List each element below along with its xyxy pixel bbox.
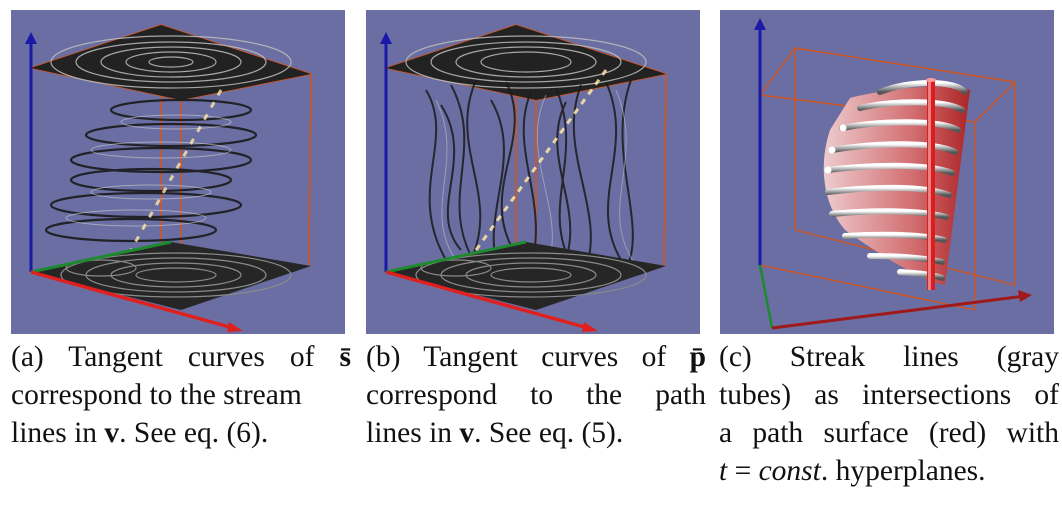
- caption-b-line-3: lines in v. See eq. (5).: [366, 417, 624, 449]
- caption-b: (b) Tangent curves of p̄ correspond to t…: [366, 338, 706, 452]
- streak-surface-3d-render: [720, 10, 1054, 334]
- stream-lines-3d-render: [11, 10, 345, 334]
- figure-panel-a-stream-lines: [11, 10, 345, 334]
- caption-c-line-3: a path surface (red) with: [719, 417, 1059, 449]
- caption-b-line-2: correspond to the path: [366, 379, 706, 411]
- path-lines-3d-render: [366, 10, 700, 334]
- caption-a: (a) Tangent curves of s̄ correspond to t…: [11, 338, 351, 452]
- caption-c: (c) Streak lines (gray tubes) as interse…: [719, 338, 1059, 490]
- caption-c-line-4: t = const. hyperplanes.: [719, 455, 986, 487]
- caption-c-line-1: (c) Streak lines (gray: [719, 341, 1059, 373]
- caption-c-line-2: tubes) as intersections of: [719, 379, 1059, 411]
- caption-a-line-3: lines in v. See eq. (6).: [11, 417, 269, 449]
- caption-a-line-1: (a) Tangent curves of s̄: [11, 341, 351, 373]
- caption-a-line-2: correspond to the stream: [11, 379, 302, 411]
- figure-panel-c-streak-surface: [720, 10, 1054, 334]
- figure-panel-b-path-lines: [366, 10, 700, 334]
- caption-b-line-1: (b) Tangent curves of p̄: [366, 341, 707, 373]
